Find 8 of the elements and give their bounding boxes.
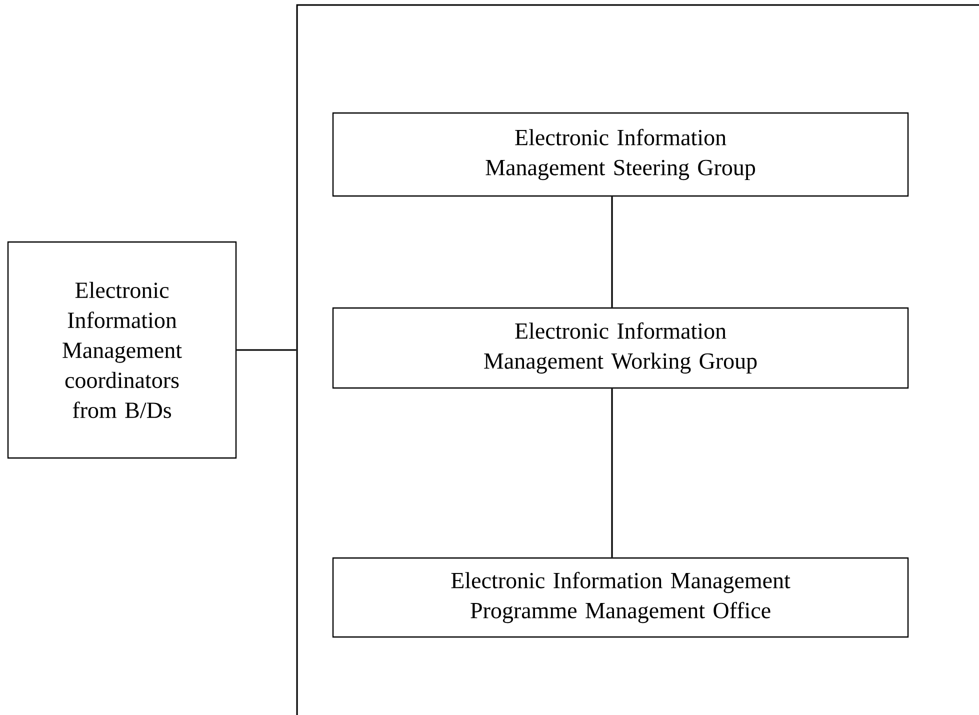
org-box: Electronic Information Management Programme Management Office [332, 557, 909, 638]
bracket-frame [296, 4, 979, 715]
connector-line [611, 196, 613, 308]
connector-line [611, 388, 613, 558]
org-box: Electronic Information Management Working Group [332, 307, 909, 389]
org-box: Electronic Information Management coordinators from B/Ds [7, 241, 237, 459]
org-box: Electronic Information Management Steering Group [332, 112, 909, 197]
connector-line [236, 349, 296, 351]
